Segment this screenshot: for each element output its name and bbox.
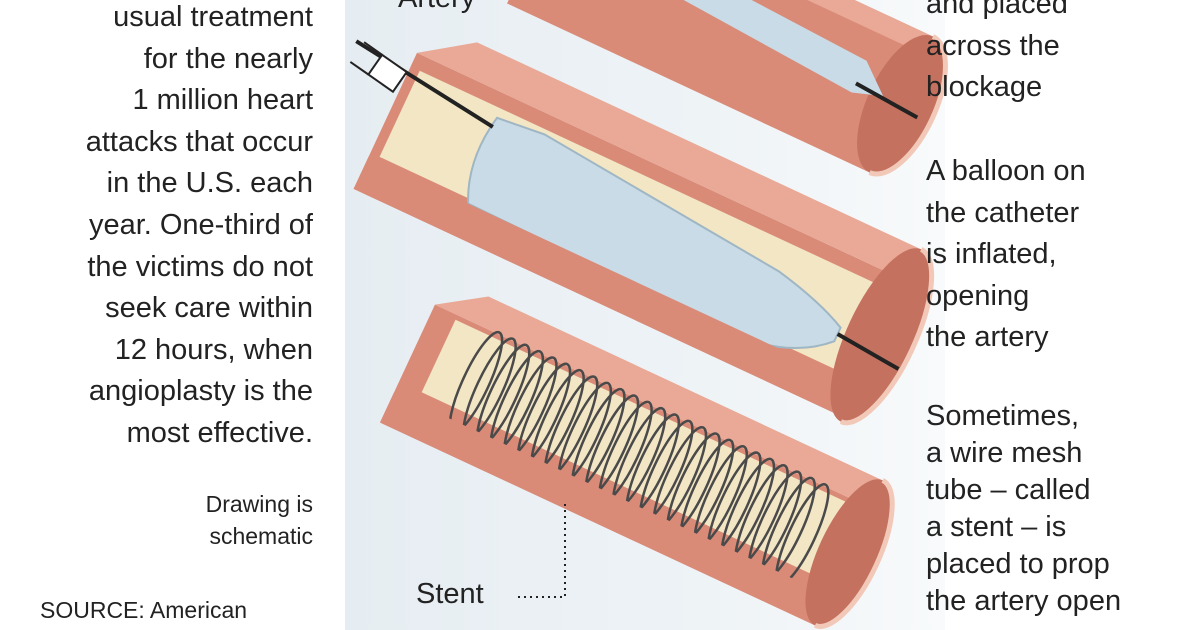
text-line: the catheter xyxy=(926,196,1080,229)
intro-text: usual treatment for the nearly 1 million h… xyxy=(86,0,313,455)
source-credit: SOURCE: American xyxy=(40,597,248,623)
stent-label: Stent xyxy=(416,578,484,610)
text-line: Sometimes, xyxy=(926,400,1080,432)
text-line: in the U.S. each xyxy=(106,167,313,200)
artery-step3 xyxy=(380,296,895,629)
balloon xyxy=(467,116,842,349)
text-line: the victims do not xyxy=(87,250,313,283)
text-line: tube – called xyxy=(926,474,1091,506)
drawing-note: Drawing is schematic xyxy=(206,488,313,552)
note-line: Drawing is xyxy=(205,491,313,517)
text-line: is inflated, xyxy=(926,238,1057,271)
text-line: A balloon on xyxy=(926,155,1086,187)
text-line: 1 million heart xyxy=(132,84,313,117)
text-line: opening xyxy=(926,279,1030,312)
step3-text: Sometimes, a wire mesh tube – called a sten… xyxy=(926,398,1121,620)
text-line: a wire mesh xyxy=(926,437,1083,469)
text-line: across the xyxy=(926,29,1060,62)
text-line: and placed xyxy=(926,0,1068,20)
text-line: angioplasty is the xyxy=(88,375,313,408)
text-line: 12 hours, when xyxy=(114,333,313,366)
catheter-wire xyxy=(355,39,494,129)
artery-label: Artery xyxy=(398,0,475,15)
note-line: schematic xyxy=(209,523,313,549)
step1-text: and placed across the blockage xyxy=(926,0,1068,109)
text-line: attacks that occur xyxy=(85,125,313,158)
step2-text: A balloon on the catheter is inflated, open… xyxy=(926,151,1086,359)
text-line: for the nearly xyxy=(143,42,313,75)
text-line: the artery xyxy=(926,321,1049,354)
text-line: blockage xyxy=(926,71,1043,104)
stent-leader-line xyxy=(518,500,566,598)
text-line: usual treatment xyxy=(113,1,313,33)
text-line: most effective. xyxy=(126,416,313,449)
artery-step1 xyxy=(507,0,948,177)
artery-step2 xyxy=(353,39,935,426)
text-line: seek care within xyxy=(105,292,313,325)
text-line: placed to prop xyxy=(926,548,1110,580)
text-line: year. One-third of xyxy=(88,208,313,241)
catheter-hub-icon xyxy=(349,41,409,94)
catheter-wire xyxy=(836,332,900,371)
text-line: the artery open xyxy=(926,585,1122,617)
text-line: a stent – is xyxy=(926,511,1067,543)
